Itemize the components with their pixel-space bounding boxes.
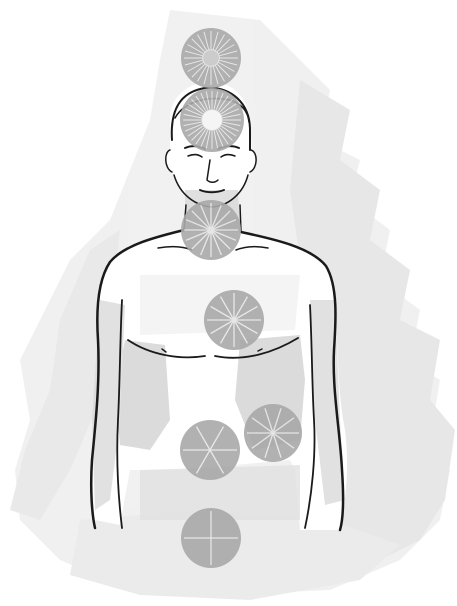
chakra-throat [181,200,241,260]
chakra-solar-plexus [244,404,302,462]
chakra-crown-above [181,28,241,88]
chakra-root [181,508,241,568]
chakra-crown [180,88,244,152]
chakra-heart [204,290,264,350]
chakra-core [203,50,220,67]
chakra-core [202,110,222,130]
chakra-sacral [180,420,240,480]
